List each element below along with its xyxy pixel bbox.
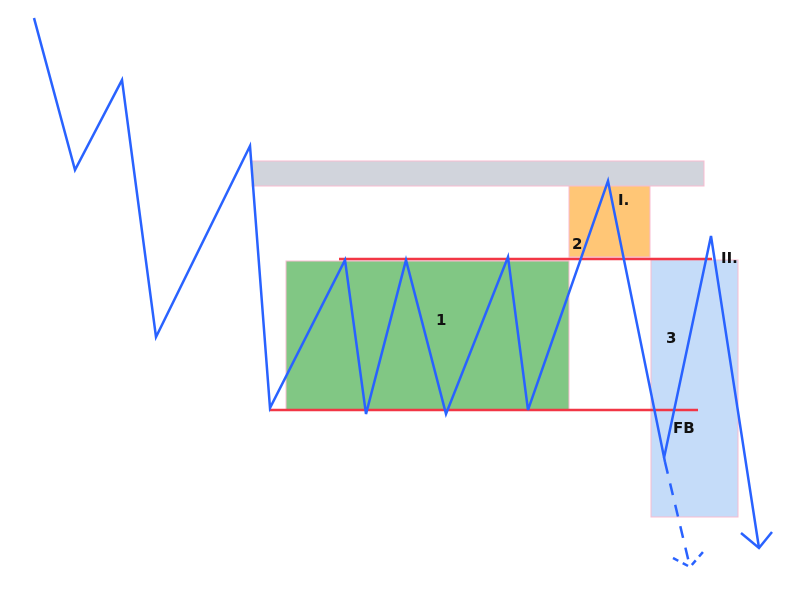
peak-2-label: II.	[721, 249, 738, 267]
supply-zone	[251, 160, 705, 187]
peak-1-label: I.	[618, 191, 629, 209]
zone-2-box	[568, 185, 651, 258]
arrow-down-icon	[740, 531, 773, 550]
price-path-continuation	[662, 235, 761, 549]
false-break-label: FB	[673, 419, 695, 437]
zone-2-label: 2	[572, 235, 582, 253]
zone-1-label: 1	[436, 311, 446, 329]
price-path	[32, 17, 667, 463]
zone-3-label: 3	[666, 329, 676, 347]
dashed-projection	[663, 461, 692, 568]
zone-1-box	[285, 260, 570, 411]
zone-3-box	[650, 259, 739, 518]
